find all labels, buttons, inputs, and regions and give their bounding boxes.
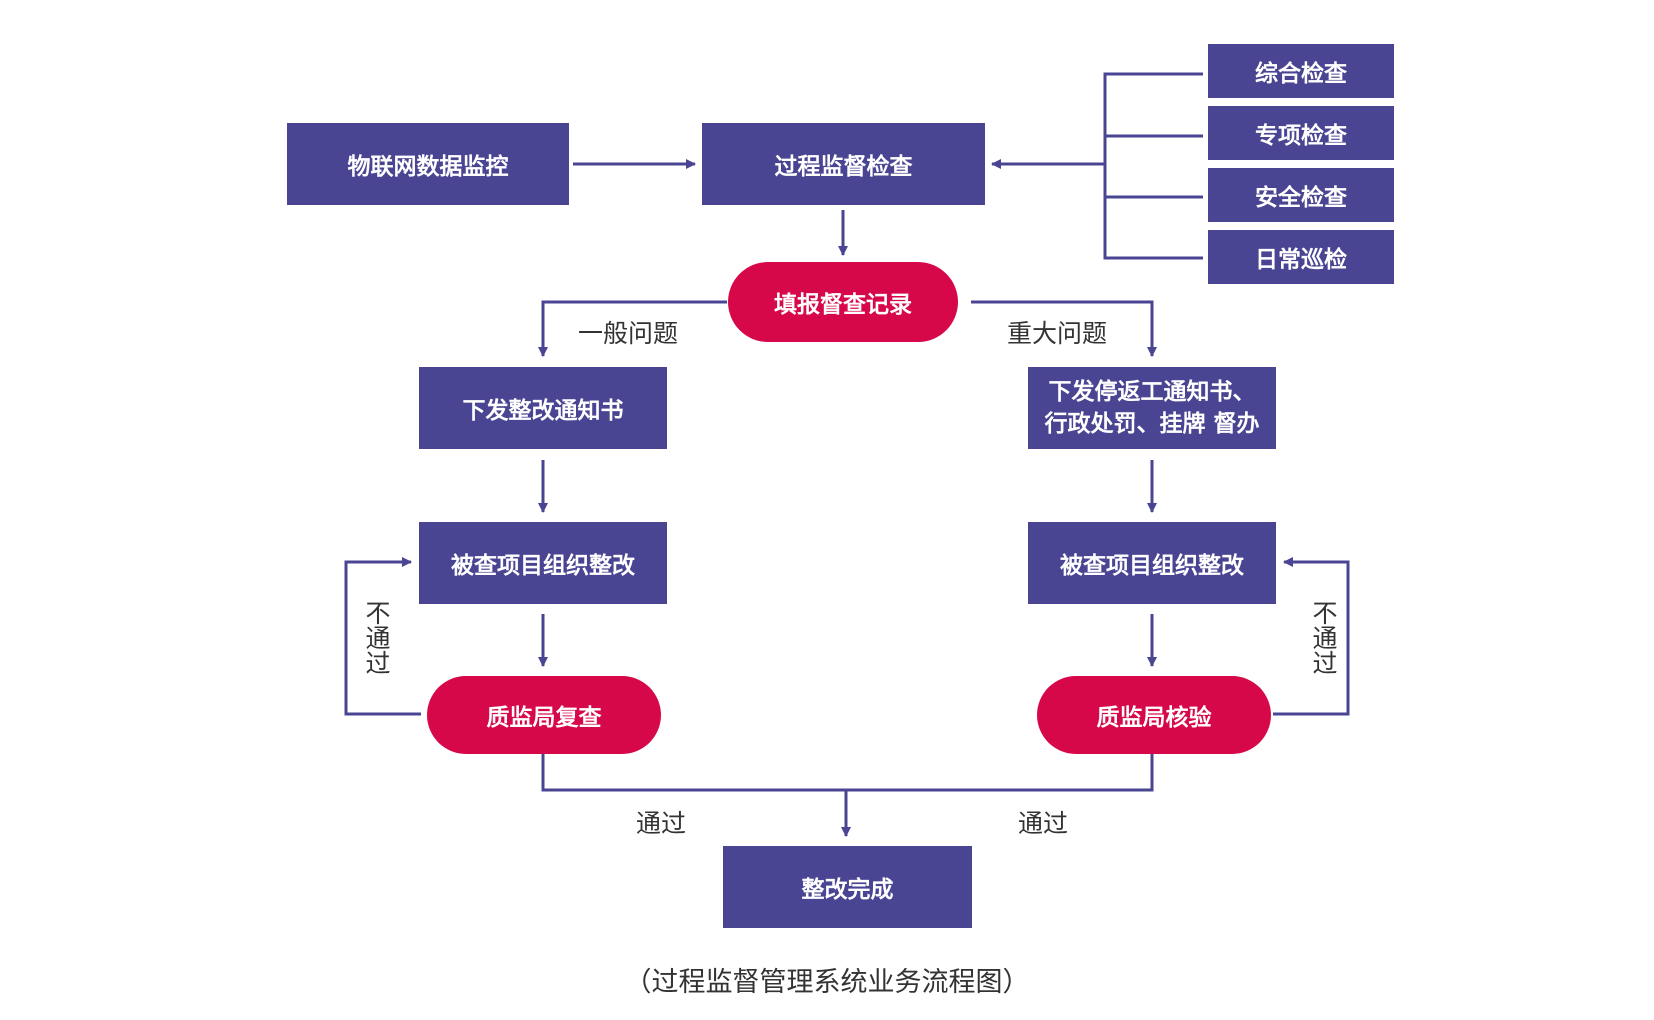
node-issue-rectification-notice: 下发整改通知书 bbox=[419, 367, 667, 449]
bracket-inspection-types bbox=[1103, 72, 1203, 260]
node-process-supervision: 过程监督检查 bbox=[702, 123, 985, 205]
node-daily-patrol: 日常巡检 bbox=[1208, 230, 1394, 284]
label-pass-right: 通过 bbox=[1018, 809, 1069, 838]
node-rectify-right: 被查项目组织整改 bbox=[1028, 522, 1276, 604]
node-verify: 质监局核验 bbox=[1037, 676, 1271, 754]
label-major-issue: 重大问题 bbox=[1007, 319, 1108, 348]
node-issue-stop-work-notice: 下发停返工通知书、 行政处罚、挂牌 督办 bbox=[1028, 367, 1276, 449]
node-comprehensive-inspection: 综合检查 bbox=[1208, 44, 1394, 98]
arrow-fail-loop-left bbox=[344, 557, 421, 716]
label-general-issue: 一般问题 bbox=[578, 319, 679, 348]
pass-merge-line bbox=[541, 753, 1154, 792]
label-pass-left: 通过 bbox=[636, 809, 687, 838]
node-safety-inspection: 安全检查 bbox=[1208, 168, 1394, 222]
node-iot-monitoring: 物联网数据监控 bbox=[287, 123, 569, 205]
arrow-general-issue bbox=[538, 300, 727, 357]
node-recheck: 质监局复查 bbox=[427, 676, 661, 754]
arrow-fail-loop-right bbox=[1273, 557, 1350, 716]
label-fail-left: 不通过 bbox=[362, 600, 391, 675]
node-rectify-left: 被查项目组织整改 bbox=[419, 522, 667, 604]
node-special-inspection: 专项检查 bbox=[1208, 106, 1394, 160]
diagram-caption: （过程监督管理系统业务流程图） bbox=[624, 967, 1030, 998]
arrow-major-issue bbox=[971, 300, 1157, 357]
label-fail-right: 不通过 bbox=[1309, 600, 1338, 675]
node-fill-record: 填报督查记录 bbox=[728, 262, 958, 342]
node-complete: 整改完成 bbox=[723, 846, 972, 928]
